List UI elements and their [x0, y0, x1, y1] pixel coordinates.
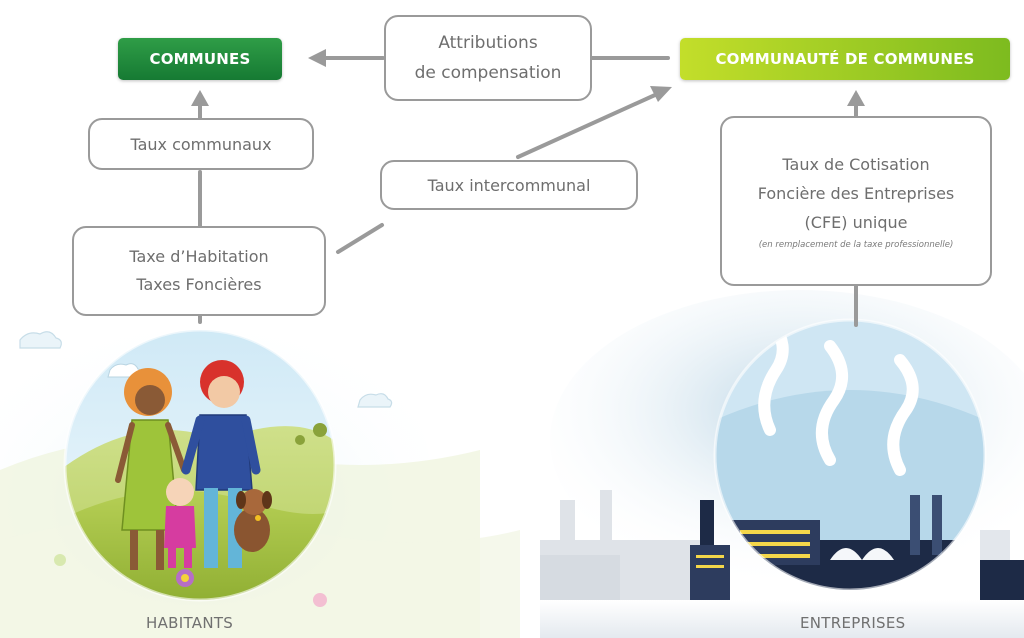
cfe-box: Taux de Cotisation Foncière des Entrepri… — [720, 116, 992, 286]
cfe-line-3: (CFE) unique — [804, 212, 908, 232]
attributions-line-2: de compensation — [414, 63, 562, 83]
woman-figure — [115, 368, 187, 570]
habitants-caption: HABITANTS — [146, 614, 234, 632]
baby-figure — [164, 478, 196, 568]
communes-badge: COMMUNES — [118, 38, 282, 80]
communaute-de-communes-badge: COMMUNAUTÉ DE COMMUNES — [680, 38, 1010, 80]
arrowhead-communes — [191, 90, 209, 106]
flower-decoration — [54, 554, 327, 607]
taxe-line-2: Taxes Foncières — [136, 275, 262, 294]
taux-intercommunal-label: Taux intercommunal — [427, 175, 591, 195]
attributions-line-1: Attributions — [438, 33, 538, 53]
taux-intercommunal-box: Taux intercommunal — [380, 160, 638, 210]
arrow-intercommunal-to-communaute — [516, 93, 657, 159]
arrowhead-cfe — [847, 90, 865, 106]
taux-communaux-box: Taux communaux — [88, 118, 314, 170]
attributions-box: Attributions de compensation — [384, 15, 592, 101]
cfe-line-1: Taux de Cotisation — [782, 154, 930, 174]
cfe-line-2: Foncière des Entreprises — [757, 183, 955, 203]
cfe-note: (en remplacement de la taxe professionne… — [758, 239, 954, 250]
arrowhead-communaute — [650, 86, 672, 102]
arrow-taxe-to-intercommunal — [336, 223, 384, 254]
taxe-line-1: Taxe d’Habitation — [129, 247, 269, 266]
taux-communaux-label: Taux communaux — [130, 134, 272, 154]
habitants-scene — [54, 328, 337, 607]
arrowhead-attributions — [308, 49, 326, 67]
entreprises-caption: ENTREPRISES — [800, 614, 906, 632]
taxe-habitation-box: Taxe d’Habitation Taxes Foncières — [72, 226, 326, 316]
dog-figure — [234, 489, 272, 552]
